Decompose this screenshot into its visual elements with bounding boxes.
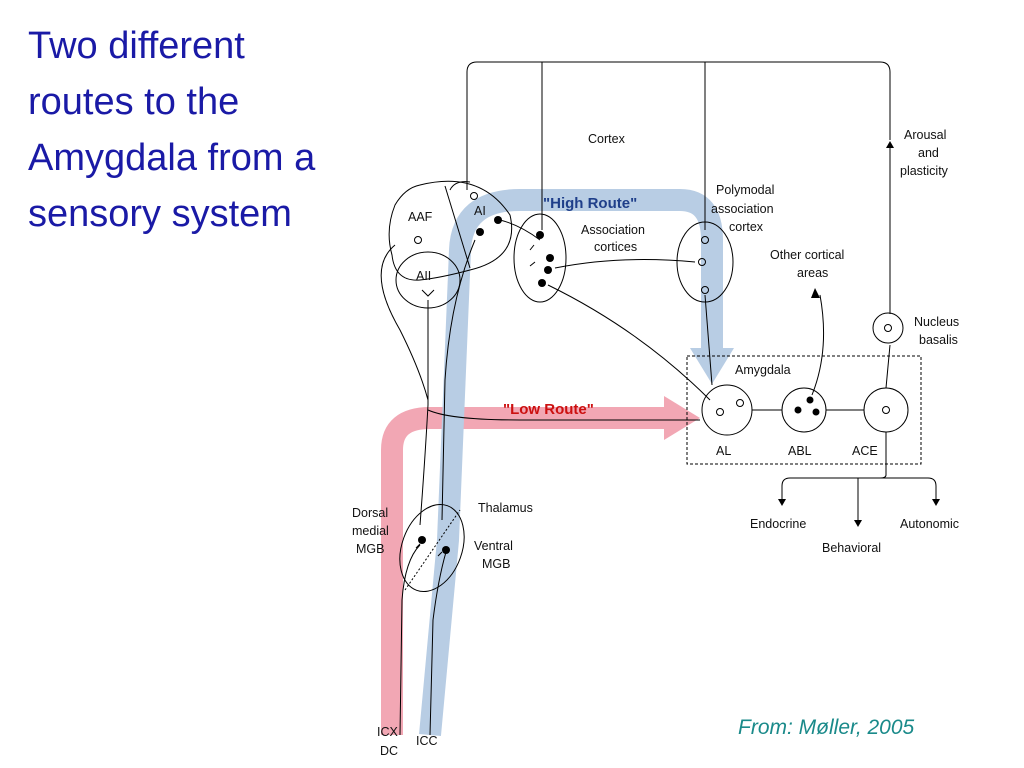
label-association-1: Association xyxy=(581,223,645,237)
label-ventral-1: Ventral xyxy=(474,539,513,553)
label-icx-2: DC xyxy=(380,744,398,758)
label-arousal-2: and xyxy=(918,146,939,160)
label-other-1: Other cortical xyxy=(770,248,844,262)
amygdala-box xyxy=(686,355,922,465)
label-polymodal-2: association xyxy=(711,202,774,216)
label-ace: ACE xyxy=(852,444,878,458)
auditory-cortex xyxy=(388,180,513,309)
label-autonomic: Autonomic xyxy=(900,517,959,531)
title-line-3: Amygdala from a xyxy=(28,137,316,179)
label-behavioral: Behavioral xyxy=(822,541,881,555)
polymodal-cortex-oval xyxy=(676,221,734,303)
label-al: AL xyxy=(716,444,731,458)
title-line-1: Two different xyxy=(28,25,245,67)
label-amygdala: Amygdala xyxy=(735,363,791,377)
label-ai: AI xyxy=(474,204,486,218)
nucleus-basalis xyxy=(872,312,904,344)
corticothalamic-lines xyxy=(380,239,700,526)
association-cortex-oval xyxy=(513,213,567,303)
label-arousal-1: Arousal xyxy=(904,128,946,142)
cortex-neurons xyxy=(414,192,709,297)
cortex-top-line xyxy=(466,61,891,230)
label-icx-1: ICX xyxy=(377,725,399,739)
low-route-band xyxy=(381,396,700,735)
label-aii: AII xyxy=(416,269,431,283)
title-line-4: sensory system xyxy=(28,193,292,235)
amygdala-nuclei xyxy=(701,344,909,436)
label-aaf: AAF xyxy=(408,210,433,224)
label-other-2: areas xyxy=(797,266,828,280)
high-route-label: "High Route" xyxy=(543,195,637,212)
low-route-label: "Low Route" xyxy=(503,401,594,418)
label-association-2: cortices xyxy=(594,240,637,254)
label-nucleus-2: basalis xyxy=(919,333,958,347)
label-dorsal-1: Dorsal xyxy=(352,506,388,520)
label-dorsal-3: MGB xyxy=(356,542,384,556)
high-route-band xyxy=(419,189,734,737)
label-ventral-2: MGB xyxy=(482,557,510,571)
label-dorsal-2: medial xyxy=(352,524,389,538)
label-polymodal-3: cortex xyxy=(729,220,764,234)
title-line-2: routes to the xyxy=(28,81,240,123)
source-credit: From: Møller, 2005 xyxy=(738,716,915,739)
label-endocrine: Endocrine xyxy=(750,517,806,531)
thalamus xyxy=(399,503,465,593)
label-abl: ABL xyxy=(788,444,812,458)
label-icc: ICC xyxy=(416,734,438,748)
label-arousal-3: plasticity xyxy=(900,164,949,178)
label-thalamus: Thalamus xyxy=(478,501,533,515)
ascending-inputs xyxy=(399,544,447,736)
label-polymodal-1: Polymodal xyxy=(716,183,774,197)
label-cortex: Cortex xyxy=(588,132,626,146)
cortex-connections xyxy=(499,219,825,401)
amygdala-outputs xyxy=(778,432,940,527)
page-title: Two different routes to the Amygdala fro… xyxy=(28,18,388,242)
label-nucleus-1: Nucleus xyxy=(914,315,959,329)
diagram-labels: Cortex AAF AI AII Association cortices P… xyxy=(352,128,959,758)
